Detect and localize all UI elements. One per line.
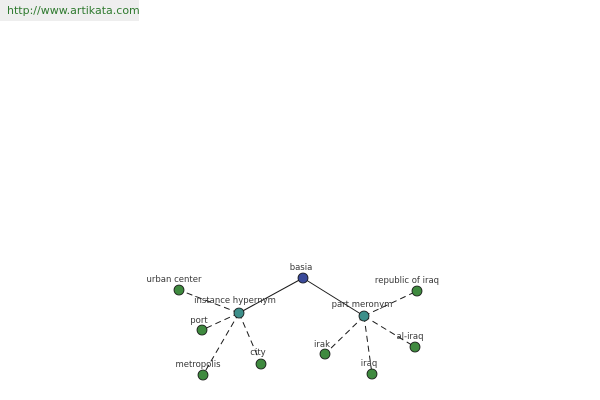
- leaf-node-irak[interactable]: [319, 348, 331, 360]
- leaf-node-metropolis[interactable]: [197, 369, 209, 381]
- relation-node-instance-hypernym[interactable]: [233, 307, 245, 319]
- leaf-label-city: city: [250, 348, 265, 358]
- root-node[interactable]: [297, 272, 309, 284]
- nodes-layer: basia instance hypernym part meronym urb…: [147, 263, 439, 381]
- leaf-label-republic-of-iraq: republic of iraq: [375, 276, 439, 286]
- leaf-label-iraq: iraq: [361, 359, 377, 369]
- relation-node-part-meronym[interactable]: [358, 310, 370, 322]
- edge-instance-hypernym-metropolis: [202, 312, 240, 376]
- leaf-label-al-iraq: al-iraq: [396, 332, 423, 342]
- leaf-node-republic-of-iraq[interactable]: [411, 285, 423, 297]
- relation-label-instance-hypernym: instance hypernym: [194, 296, 276, 306]
- edge-instance-hypernym-urban-center: [178, 289, 240, 314]
- leaf-label-metropolis: metropolis: [175, 360, 221, 370]
- leaf-node-port[interactable]: [196, 324, 208, 336]
- edge-instance-hypernym-port: [201, 312, 240, 331]
- edge-root-instance-hypernym: [238, 277, 304, 314]
- root-node-label: basia: [290, 263, 313, 273]
- leaf-node-city[interactable]: [255, 358, 267, 370]
- site-url[interactable]: http://www.artikata.com: [0, 0, 140, 21]
- leaf-label-urban-center: urban center: [147, 275, 202, 285]
- leaf-label-irak: irak: [314, 340, 330, 350]
- leaf-node-iraq[interactable]: [366, 368, 378, 380]
- edge-part-meronym-irak: [324, 315, 365, 355]
- edge-root-part-meronym: [302, 277, 365, 317]
- leaf-node-urban-center[interactable]: [173, 284, 185, 296]
- edges-layer: [178, 277, 418, 376]
- leaf-label-port: port: [190, 316, 208, 326]
- leaf-node-al-iraq[interactable]: [409, 341, 421, 353]
- relation-label-part-meronym: part meronym: [332, 300, 393, 310]
